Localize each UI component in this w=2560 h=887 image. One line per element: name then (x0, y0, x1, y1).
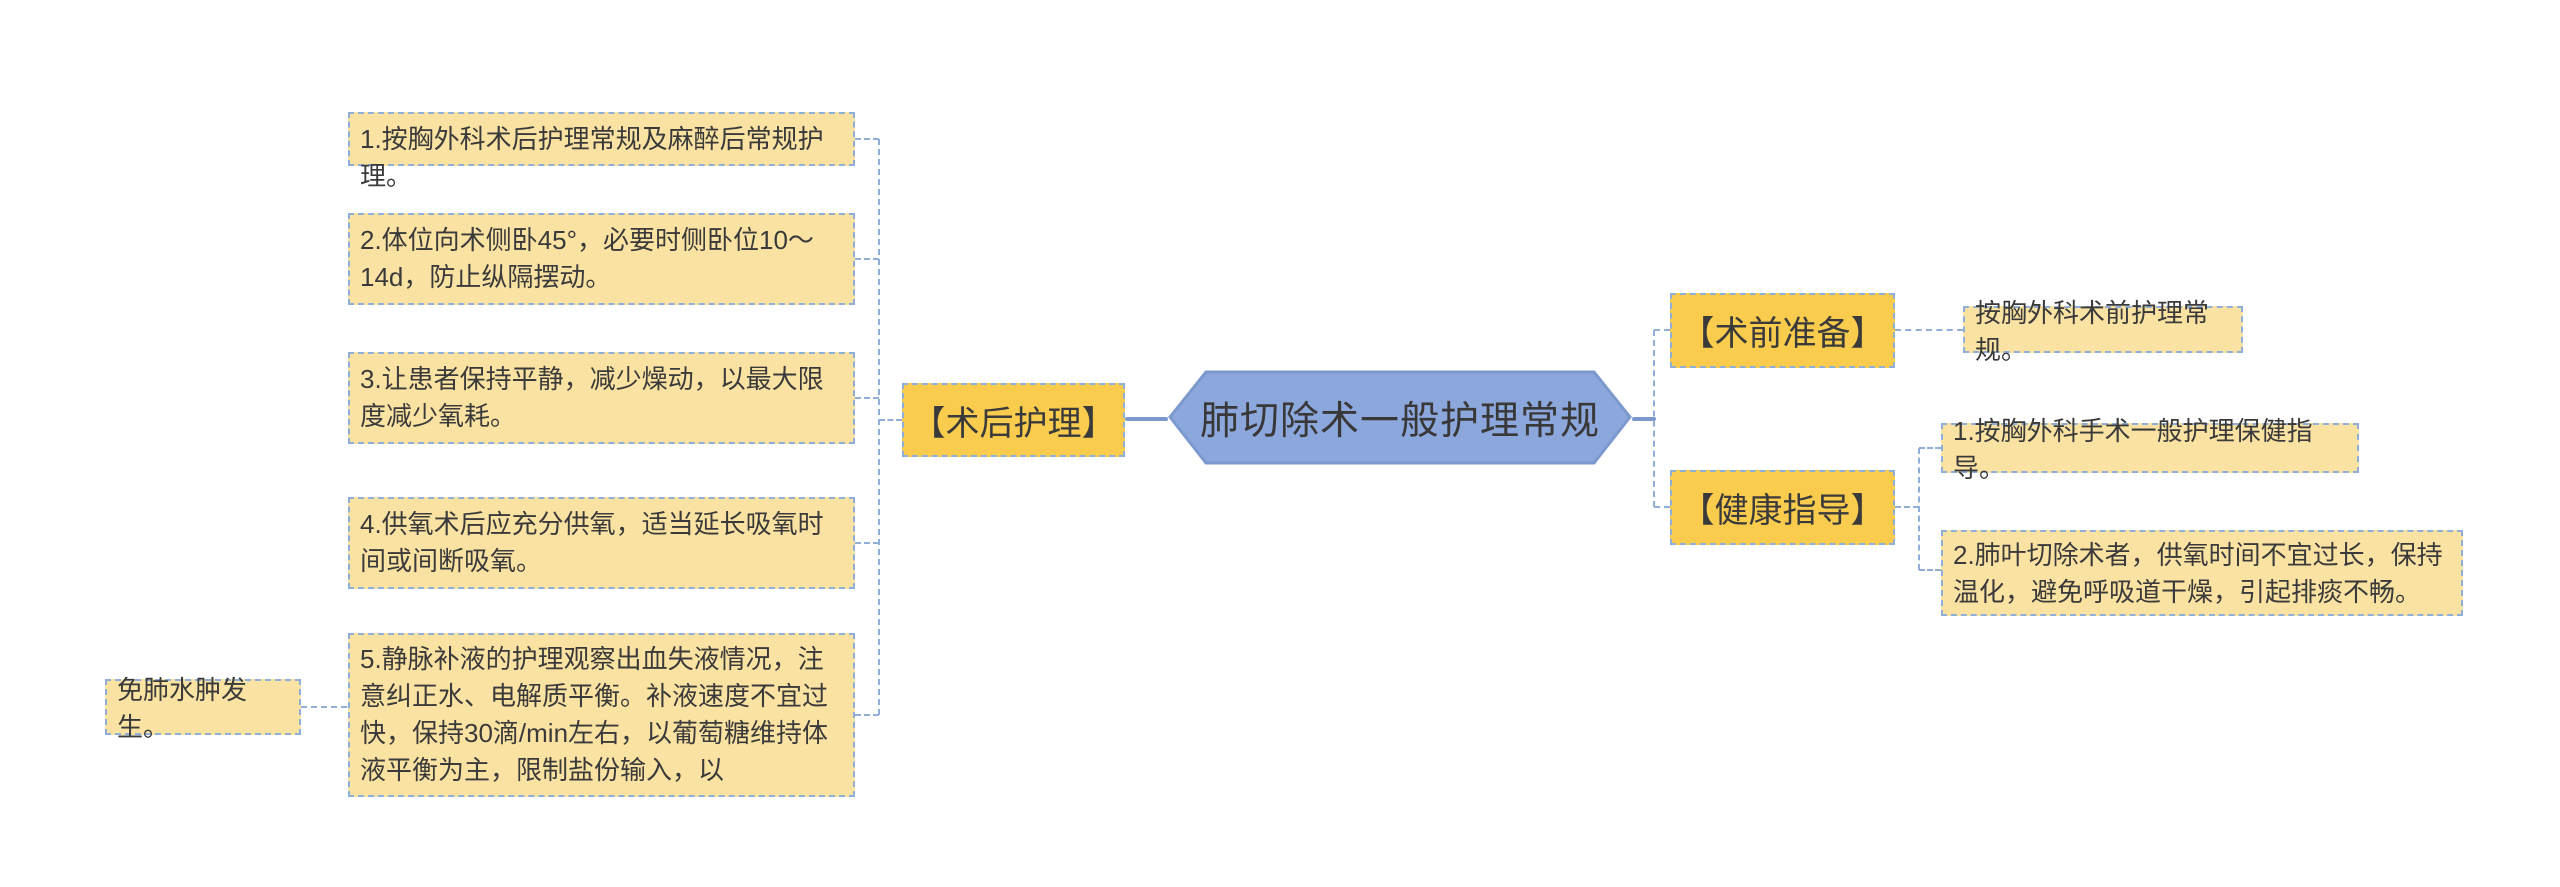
connector-stub-item-2 (855, 258, 879, 260)
health-guide-item-2-text: 2.肺叶切除术者，供氧时间不宜过长，保持温化，避免呼吸道干燥，引起排痰不畅。 (1953, 540, 2443, 607)
branch-health-guide-label: 【健康指导】 (1680, 492, 1885, 530)
root-node[interactable]: 肺切除术一般护理常规 (1168, 370, 1632, 465)
health-guide-item-1-text: 1.按胸外科手术一般护理保健指导。 (1953, 416, 2313, 483)
post-op-item-2-text: 2.体位向术侧卧45°，必要时侧卧位10～14d，防止纵隔摆动。 (360, 225, 814, 292)
branch-post-op-label: 【术后护理】 (911, 404, 1116, 443)
connector-stub-item-3 (855, 397, 879, 399)
branch-pre-op-node[interactable]: 【术前准备】 (1670, 293, 1895, 368)
health-guide-item-2[interactable]: 2.肺叶切除术者，供氧时间不宜过长，保持温化，避免呼吸道干燥，引起排痰不畅。 (1941, 530, 2463, 616)
connector-stub-item-5 (855, 714, 879, 716)
post-op-item-5-text: 5.静脉补液的护理观察出血失液情况，注意纠正水、电解质平衡。补液速度不宜过快，保… (360, 644, 829, 785)
pre-op-item-1[interactable]: 按胸外科术前护理常规。 (1963, 298, 2243, 365)
branch-post-op-node[interactable]: 【术后护理】 (902, 383, 1125, 457)
post-op-item-1[interactable]: 1.按胸外科术后护理常规及麻醉后常规护理。 (348, 112, 855, 191)
connector-stub-pre-op (1654, 329, 1670, 331)
connector-left-trunk (878, 139, 880, 715)
post-op-item-4-text: 4.供氧术后应充分供氧，适当延长吸氧时间或间断吸氧。 (360, 509, 824, 576)
overflow-note-node[interactable]: 免肺水肿发生。 (105, 675, 301, 742)
post-op-item-4[interactable]: 4.供氧术后应充分供氧，适当延长吸氧时间或间断吸氧。 (348, 497, 855, 589)
connector-stub-item-1 (855, 138, 879, 140)
health-guide-item-1[interactable]: 1.按胸外科手术一般护理保健指导。 (1941, 416, 2359, 483)
post-op-item-2[interactable]: 2.体位向术侧卧45°，必要时侧卧位10～14d，防止纵隔摆动。 (348, 213, 855, 305)
post-op-item-1-text: 1.按胸外科术后护理常规及麻醉后常规护理。 (360, 124, 824, 191)
connector-stub-item-4 (855, 542, 879, 544)
pre-op-item-1-text: 按胸外科术前护理常规。 (1975, 297, 2210, 365)
post-op-item-3[interactable]: 3.让患者保持平静，减少燥动，以最大限度减少氧耗。 (348, 352, 855, 444)
connector-note-to-item-5 (301, 706, 347, 708)
connector-right-trunk (1653, 330, 1655, 507)
connector-health-subtrunk (1918, 448, 1920, 570)
connector-root-to-right-trunk (1632, 417, 1656, 421)
connector-trunk-to-post-op (879, 419, 902, 421)
branch-pre-op-label: 【术前准备】 (1680, 315, 1885, 353)
connector-pre-op-to-child (1895, 329, 1963, 331)
connector-stub-health-guide (1654, 506, 1670, 508)
root-node-title: 肺切除术一般护理常规 (1199, 399, 1600, 443)
connector-post-op-to-root (1125, 417, 1168, 421)
branch-health-guide-node[interactable]: 【健康指导】 (1670, 470, 1895, 545)
post-op-item-3-text: 3.让患者保持平静，减少燥动，以最大限度减少氧耗。 (360, 364, 824, 431)
connector-health-to-subtrunk (1895, 506, 1919, 508)
overflow-note-text: 免肺水肿发生。 (117, 675, 248, 742)
connector-stub-health-item-1 (1919, 447, 1941, 449)
post-op-item-5[interactable]: 5.静脉补液的护理观察出血失液情况，注意纠正水、电解质平衡。补液速度不宜过快，保… (348, 633, 855, 797)
root-node-shape (1168, 370, 1632, 465)
connector-stub-health-item-2 (1919, 569, 1941, 571)
